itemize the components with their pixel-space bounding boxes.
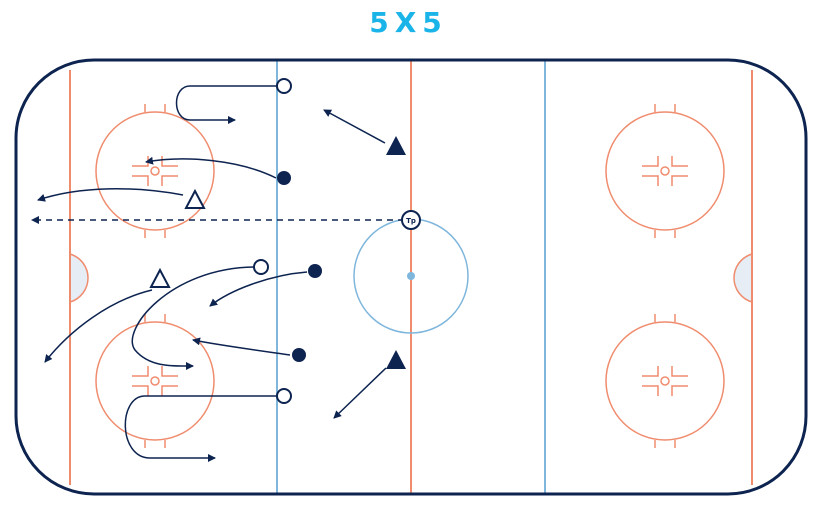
- skate-path-middle-open-circle: [131, 266, 255, 371]
- rink-boards: [14, 58, 808, 496]
- goal-creases: [69, 252, 753, 304]
- left-goal-crease: [69, 252, 89, 304]
- right-goal-crease: [733, 252, 753, 304]
- faceoff-circle-top-right: [605, 104, 725, 238]
- skate-path-bottom-filled-triangle: [333, 367, 387, 419]
- coach-marker: Tp: [401, 210, 421, 230]
- faceoff-circle-top-left: [95, 104, 215, 238]
- open-circle-player: [276, 388, 292, 404]
- skate-path-top-open-triangle: [37, 188, 184, 202]
- filled-circle-player: [308, 264, 322, 278]
- coach-marker-label: Tp: [406, 217, 416, 225]
- drill-title: 5X5: [369, 6, 448, 39]
- skate-path-top-filled-triangle: [323, 109, 386, 144]
- faceoff-circle-bottom-left: [95, 314, 215, 448]
- movement-paths: [31, 85, 404, 462]
- center-faceoff-dot: [407, 272, 415, 280]
- skate-path-bottom-filled-circle: [192, 337, 291, 356]
- skate-path-bottom-open-triangle: [44, 289, 153, 363]
- open-triangle-player: [149, 267, 171, 288]
- faceoff-circle-bottom-right: [605, 314, 725, 448]
- filled-triangle-player: [386, 136, 406, 155]
- faceoff-circles: [95, 104, 725, 448]
- skate-path-middle-filled-circle: [209, 271, 308, 307]
- filled-triangle-player: [386, 350, 406, 369]
- filled-circle-player: [277, 171, 291, 185]
- open-circle-player: [253, 259, 269, 275]
- skate-path-top-filled-circle: [145, 156, 277, 179]
- open-circle-player: [276, 78, 292, 94]
- skate-path-top-open-circle: [175, 85, 278, 124]
- players: [149, 78, 406, 404]
- filled-circle-player: [292, 348, 306, 362]
- skate-path-bottom-open-circle: [124, 395, 278, 462]
- open-triangle-player: [184, 188, 206, 209]
